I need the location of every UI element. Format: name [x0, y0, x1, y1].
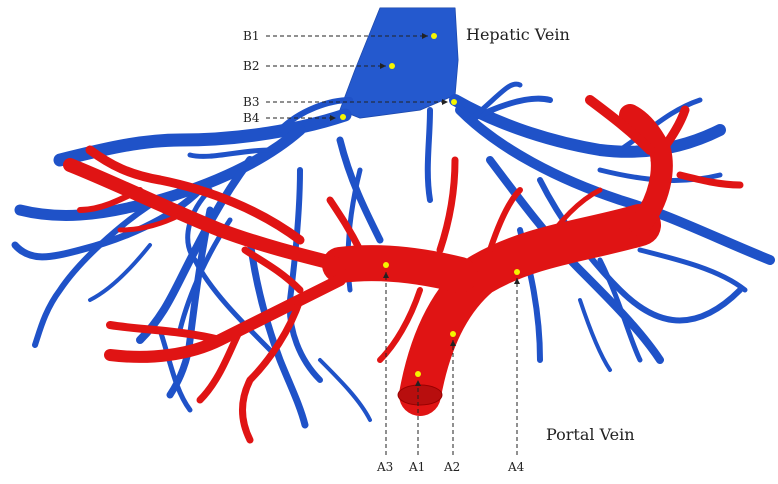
- hepatic-vein-label: Hepatic Vein: [466, 25, 570, 44]
- point-label-a1: A1: [408, 460, 425, 474]
- point-label-a4: A4: [507, 460, 525, 474]
- marker-a2: [450, 331, 456, 337]
- marker-a1: [415, 371, 421, 377]
- point-label-b3: B3: [243, 95, 259, 109]
- point-label-a2: A2: [443, 460, 460, 474]
- point-label-a3: A3: [376, 460, 393, 474]
- marker-a4: [514, 269, 520, 275]
- marker-b4: [340, 114, 346, 120]
- point-label-b4: B4: [243, 111, 260, 125]
- portal-vein-label: Portal Vein: [546, 425, 635, 444]
- point-label-b1: B1: [243, 29, 259, 43]
- marker-b1: [431, 33, 437, 39]
- marker-b2: [389, 63, 395, 69]
- marker-a3: [383, 262, 389, 268]
- point-label-b2: B2: [243, 59, 259, 73]
- marker-b3: [451, 99, 457, 105]
